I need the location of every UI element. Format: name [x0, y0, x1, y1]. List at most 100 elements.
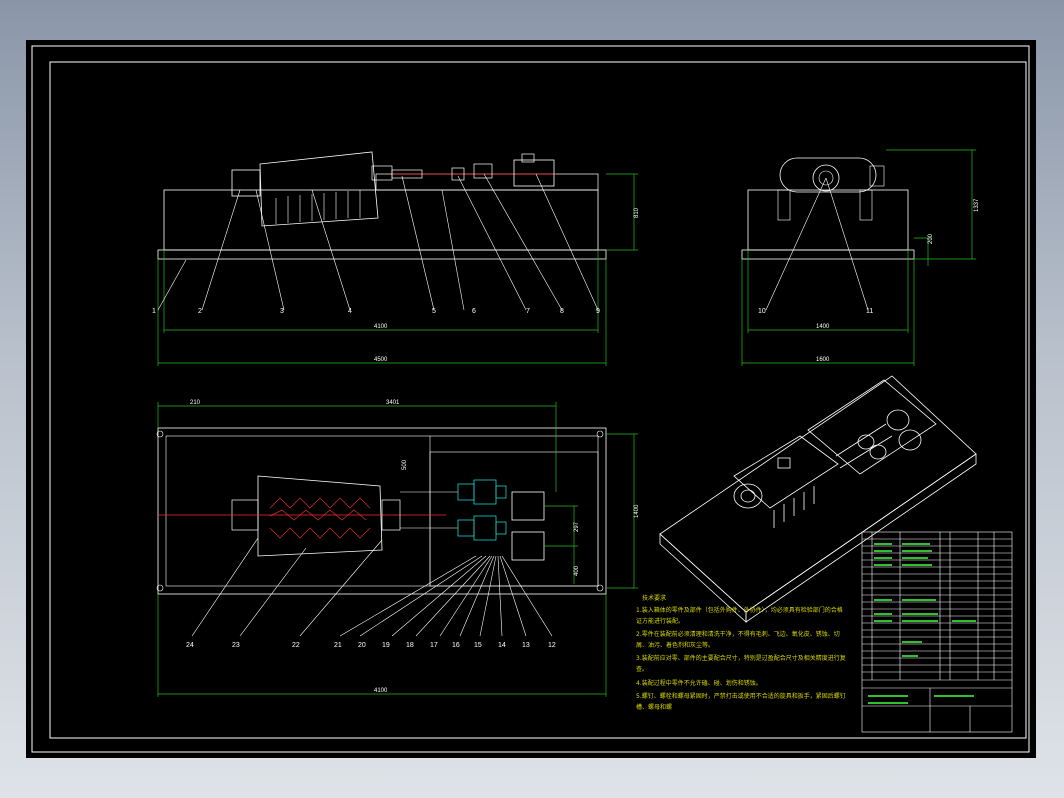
- iso-end-cap-inner: [740, 489, 756, 503]
- bolt-hole: [596, 584, 604, 592]
- callout-23: 23: [232, 642, 240, 649]
- coupling-1: [391, 169, 423, 179]
- callout-12: 12: [548, 642, 556, 649]
- plan-pedestal: [429, 451, 599, 587]
- cad-drawing: 4100 4500 810 1 2 3 4 5 6 7 8 9: [31, 45, 1030, 753]
- note-line: 槽、螺母和螺: [636, 703, 672, 711]
- side-base: [747, 189, 909, 251]
- callout-20: 20: [358, 642, 366, 649]
- dim-plan-left: 210: [190, 400, 201, 406]
- side-dimensions: [741, 149, 976, 366]
- callout-22: 22: [292, 642, 300, 649]
- callout-14: 14: [498, 642, 506, 649]
- coupling-2: [451, 167, 465, 181]
- callout-3: 3: [280, 308, 284, 315]
- gearbox-fins: [275, 190, 361, 224]
- side-view: 1400 1600 1337 200 10 11: [741, 149, 980, 366]
- callout-13: 13: [522, 642, 530, 649]
- isometric-view: [659, 375, 977, 623]
- callout-9: 9: [596, 308, 600, 315]
- callout-4: 4: [348, 308, 352, 315]
- dim-front-height: 810: [634, 207, 640, 218]
- front-view: 4100 4500 810 1 2 3 4 5 6 7 8 9: [152, 151, 640, 366]
- iso-vent: [777, 457, 791, 469]
- bolt-hole: [596, 430, 604, 438]
- front-plate: [157, 249, 607, 260]
- callout-21: 21: [334, 642, 342, 649]
- callout-16: 16: [452, 642, 460, 649]
- iso-base-front: [745, 453, 977, 623]
- callout-15: 15: [474, 642, 482, 649]
- iso-motor-1: [886, 409, 910, 431]
- plan-shafts: [400, 491, 458, 529]
- notes-title: 技术要求: [642, 594, 666, 602]
- outer-frame: [31, 45, 1030, 753]
- screw-section: [269, 497, 371, 539]
- iso-motor-2: [898, 429, 922, 451]
- note-line: 4.装配过程中零件不允许磕、碰、划伤和锈蚀。: [636, 679, 762, 687]
- callout-1: 1: [152, 308, 156, 315]
- side-leaders: [765, 177, 869, 311]
- front-base: [163, 189, 599, 251]
- dim-motor-offset: 400: [574, 565, 580, 576]
- callout-7: 7: [526, 308, 530, 315]
- title-block: [861, 531, 1013, 733]
- note-line: 1.装入箱体的零件及部件（包括外购件、外协件），均必须具有检验部门的合格: [636, 606, 843, 614]
- callout-17: 17: [430, 642, 438, 649]
- side-shaft-ring: [812, 164, 840, 192]
- dim-plan-top: 3401: [386, 400, 400, 406]
- side-support-right: [859, 189, 873, 221]
- plan-outer-plate: [157, 427, 607, 595]
- bom-text-marks: [868, 543, 976, 704]
- dim-side-base: 1400: [816, 324, 830, 330]
- cad-viewport[interactable]: 4100 4500 810 1 2 3 4 5 6 7 8 9: [26, 40, 1036, 758]
- plan-motor-lower: [511, 531, 545, 561]
- plan-gearbox: [257, 475, 383, 557]
- note-line: 屑、油污、着色剂和灰尘等。: [636, 641, 714, 649]
- plan-motor-upper: [511, 491, 545, 521]
- plan-bearing: [381, 499, 401, 531]
- callout-5: 5: [432, 308, 436, 315]
- dim-plan-length: 4100: [374, 688, 388, 694]
- note-line: 2.零件在装配前必须清理和清洗干净，不得有毛刺、飞边、氧化皮、锈蚀、切: [636, 630, 840, 638]
- callout-24: 24: [186, 642, 194, 649]
- dim-plan-depth: 1400: [634, 504, 640, 518]
- dim-small: 500: [402, 459, 408, 470]
- bolt-hole: [156, 584, 164, 592]
- iso-gearbox: [733, 435, 839, 509]
- callout-10: 10: [758, 308, 766, 315]
- side-shaft-core: [818, 170, 834, 186]
- side-gearbox: [779, 157, 877, 193]
- note-line: 查。: [636, 665, 648, 673]
- iso-end-cap: [733, 483, 763, 509]
- plan-couplings: [457, 479, 507, 541]
- dim-side-offset: 200: [928, 233, 934, 244]
- front-dimensions: [157, 173, 638, 366]
- iso-shaft-2: [839, 435, 893, 469]
- gearbox-body: [259, 151, 379, 227]
- callout-2: 2: [198, 308, 202, 315]
- bom-rows: [862, 538, 1012, 681]
- callout-8: 8: [560, 308, 564, 315]
- iso-coupling-2: [869, 444, 887, 460]
- note-line: 3.装配前应对零、部件的主要配合尺寸，特别是过盈配合尺寸及相关精度进行复: [636, 654, 846, 662]
- motor-terminal: [521, 153, 535, 163]
- bom-outer: [861, 531, 1013, 733]
- callout-19: 19: [382, 642, 390, 649]
- iso-fins: [773, 486, 815, 528]
- callout-11: 11: [866, 308, 873, 315]
- note-line: 5.螺钉、螺栓和螺母紧固时，严禁打击或使用不合适的旋具和扳手，紧固后螺钉: [636, 692, 846, 700]
- technical-notes: 技术要求 1.装入箱体的零件及部件（包括外购件、外协件），均必须具有检验部门的合…: [636, 594, 846, 711]
- dim-side-height: 1337: [974, 198, 980, 212]
- dim-motor-spacing: 297: [574, 521, 580, 532]
- dim-side-outer: 1600: [816, 357, 830, 363]
- iso-pedestal: [807, 379, 937, 475]
- dim-outer-length: 4500: [374, 357, 388, 363]
- iso-shaft-1: [835, 423, 887, 457]
- inner-frame: [49, 61, 1027, 739]
- side-plate: [741, 249, 915, 260]
- front-pedestal: [375, 173, 599, 191]
- note-line: 证方能进行装配。: [636, 617, 684, 625]
- side-support-left: [777, 189, 791, 221]
- callout-6: 6: [472, 308, 476, 315]
